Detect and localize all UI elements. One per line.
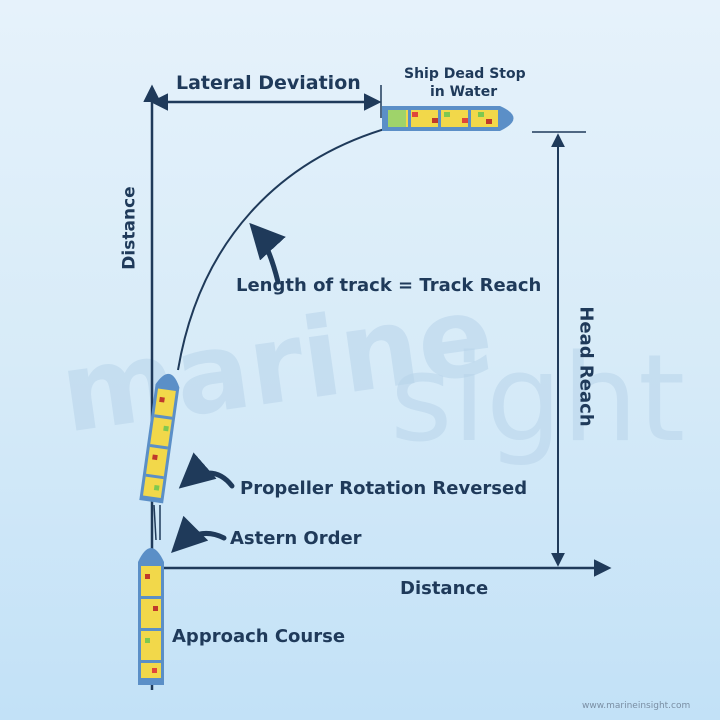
astern-order-label: Astern Order [230, 528, 362, 549]
propeller-reversed-pointer-arrow [178, 452, 235, 489]
website-url: www.marineinsight.com [582, 701, 691, 711]
track-reach-pointer-arrow [249, 222, 286, 285]
horizontal-distance-label: Distance [400, 578, 489, 599]
head-reach-label: Head Reach [575, 306, 597, 427]
lateral-deviation-label: Lateral Deviation [176, 72, 361, 94]
vertical-distance-label: Distance [119, 186, 140, 270]
astern-order-pointer-arrow [171, 515, 227, 553]
approach-course-label: Approach Course [172, 626, 346, 647]
watermark-brand-sight: sight [390, 330, 686, 469]
track-reach-label: Length of track = Track Reach [236, 275, 542, 296]
dead-stop-label-line2: in Water [430, 84, 498, 100]
propeller-reversed-label: Propeller Rotation Reversed [240, 478, 528, 499]
dead-stop-label-line1: Ship Dead Stop [404, 66, 526, 82]
ship-dead-stop [382, 106, 514, 131]
ship-propeller-reversed [139, 373, 180, 504]
track-curve [177, 127, 389, 371]
ship-approach-course [138, 548, 164, 685]
